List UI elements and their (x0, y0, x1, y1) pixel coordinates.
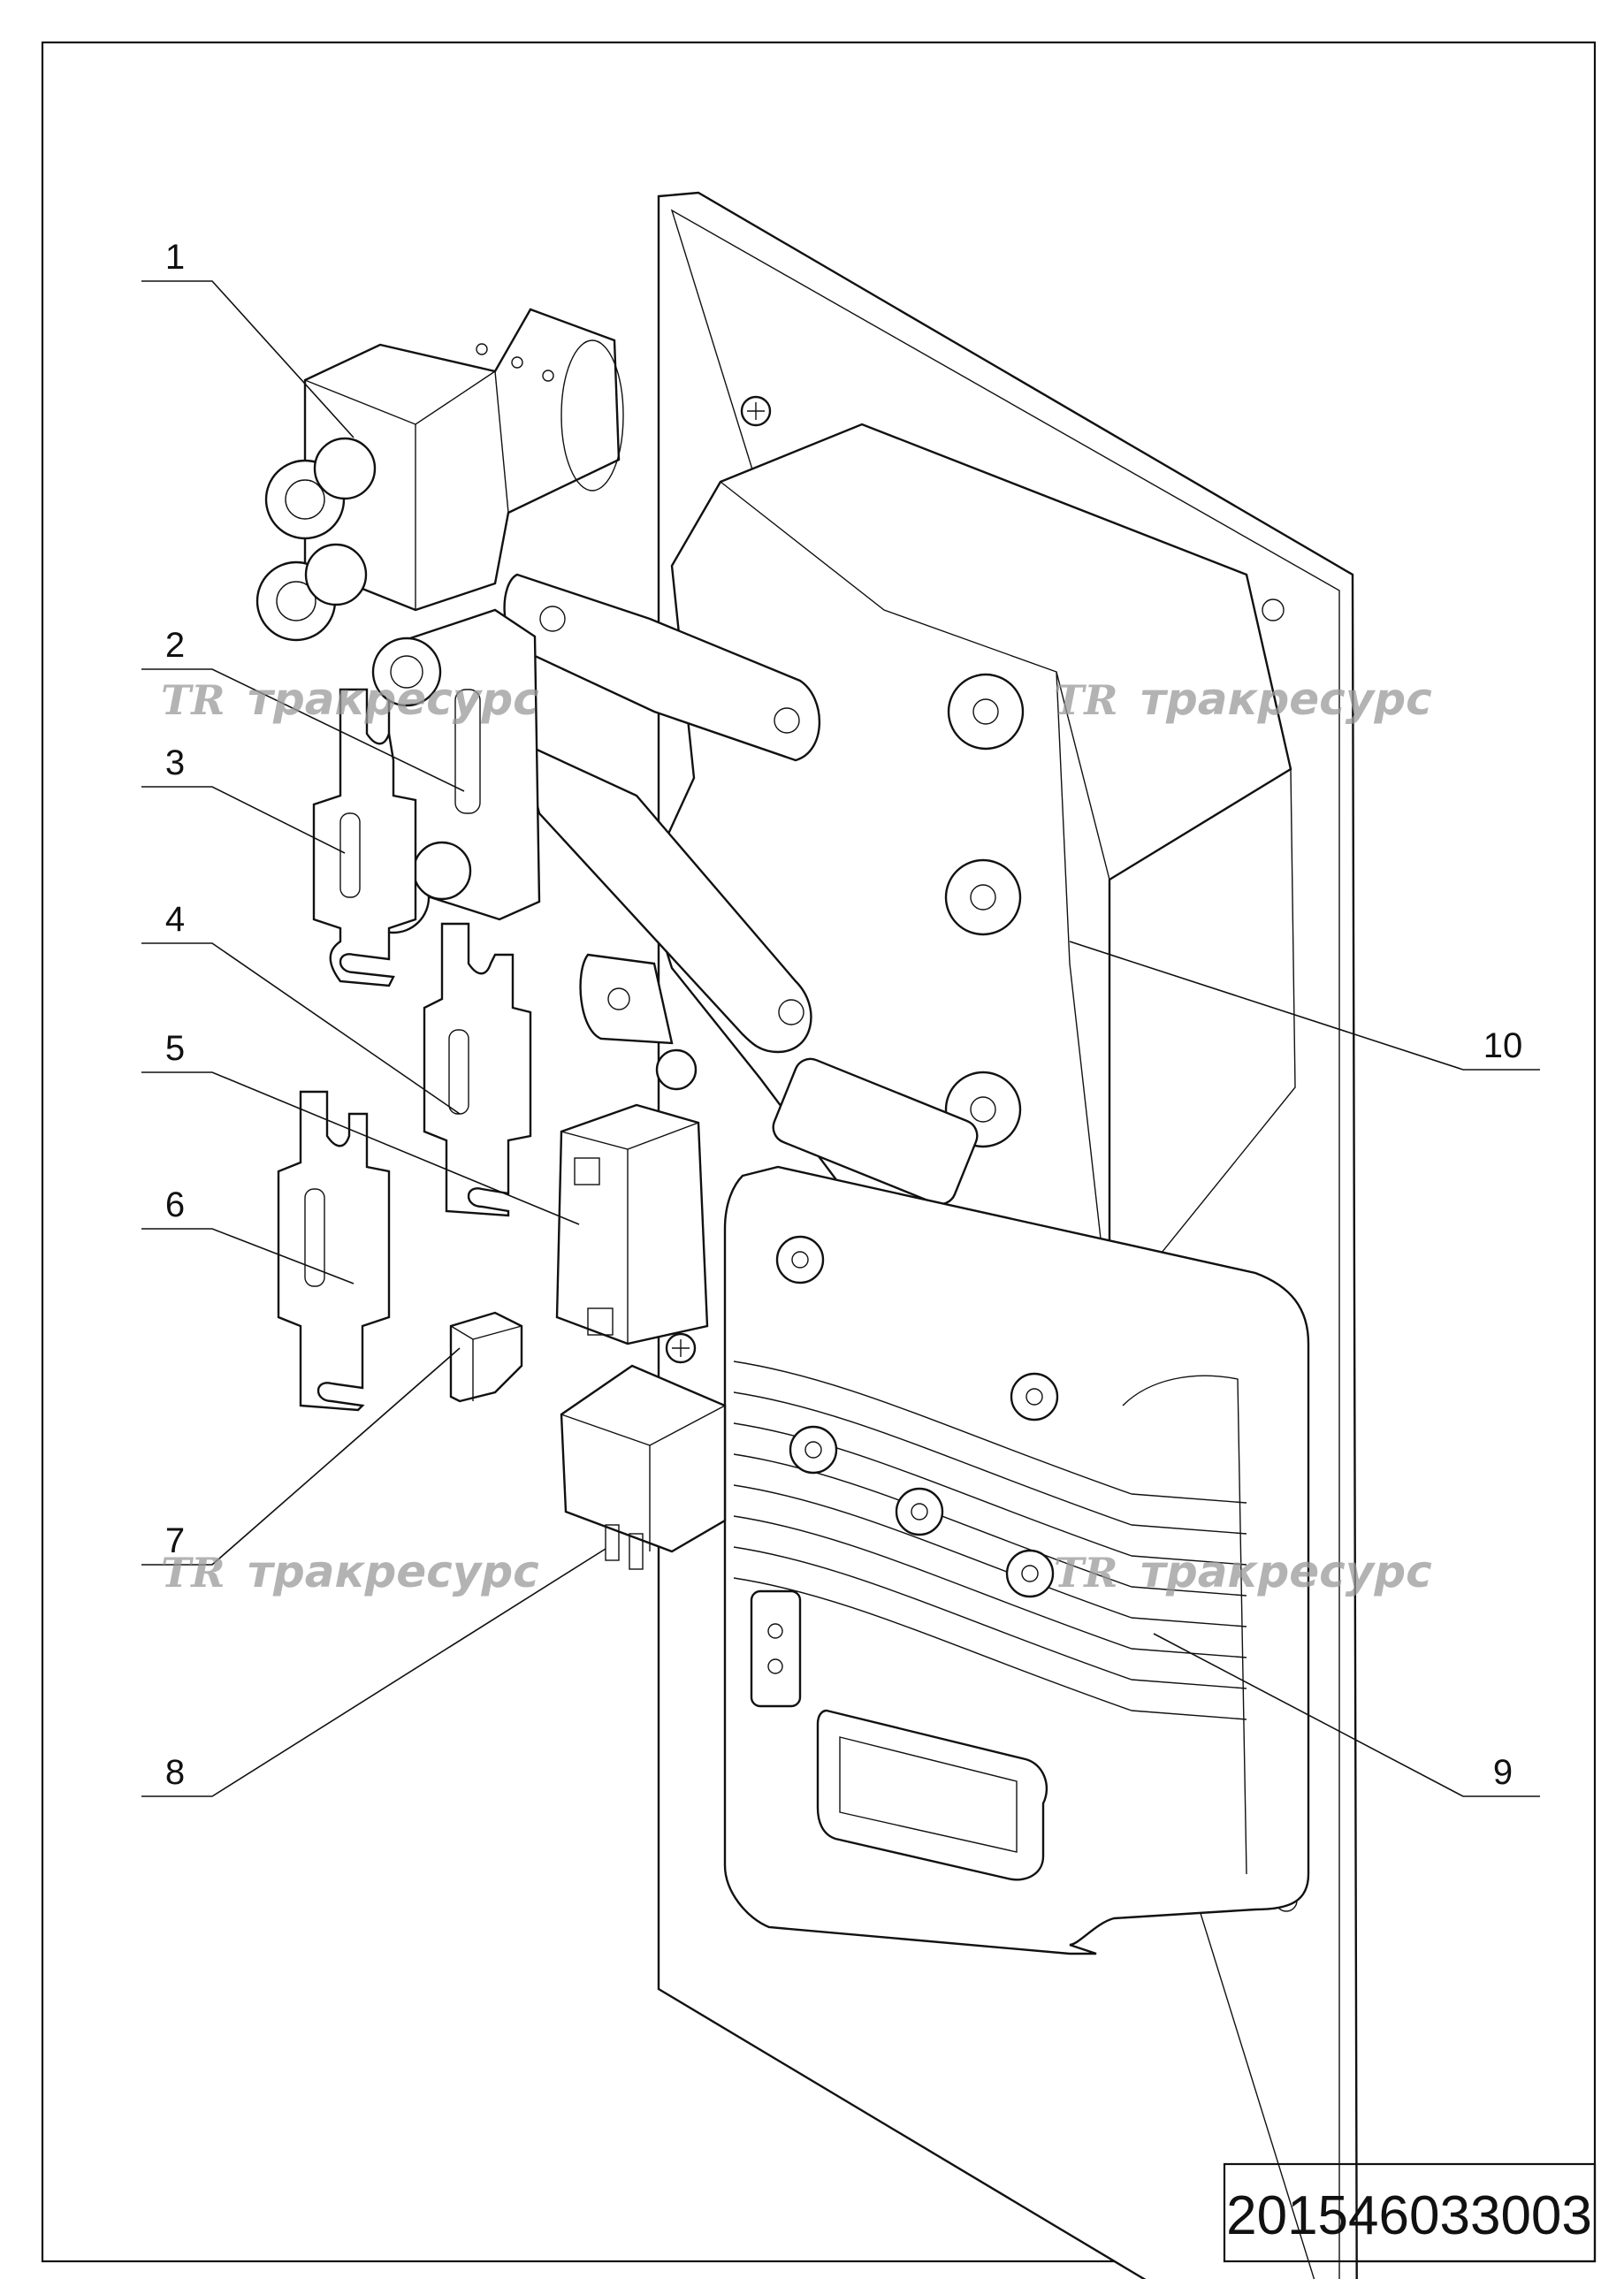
connector-plug (750, 1589, 1048, 1881)
callout-10: 10 (1483, 1026, 1523, 1065)
drawing-frame (41, 41, 1597, 2263)
cooling-fins (733, 1361, 1247, 1720)
callout-7: 7 (165, 1521, 185, 1560)
callout-9: 9 (1493, 1753, 1513, 1792)
watermark-text: тракресурс (1140, 674, 1432, 725)
watermark-logo: TR (1054, 676, 1117, 724)
title-block: 201546033003 (1223, 2162, 1597, 2263)
callout-labels: 1 2 3 4 5 6 7 8 9 10 (165, 238, 1522, 1792)
watermark-bottom-left: TR тракресурс (161, 1546, 539, 1597)
watermark-logo: TR (1054, 1549, 1117, 1597)
fuse-6 (277, 1090, 391, 1412)
bus-bars (503, 573, 821, 1091)
relay (560, 1364, 727, 1570)
watermark-logo: TR (161, 676, 225, 724)
callout-3: 3 (165, 743, 185, 782)
document-number: 201546033003 (1226, 2185, 1592, 2246)
watermark-top-right: TR тракресурс (1054, 674, 1432, 725)
contactor (255, 308, 624, 642)
watermark-text: тракресурс (248, 674, 539, 725)
fuse-4 (423, 922, 532, 1217)
diode (555, 1103, 709, 1345)
watermark-text: тракресурс (248, 1546, 539, 1597)
screws (665, 395, 772, 1364)
callout-6: 6 (165, 1185, 185, 1224)
controller-housing (644, 423, 1296, 1328)
callout-2: 2 (165, 626, 185, 665)
watermark-logo: TR (161, 1549, 225, 1597)
watermark-text: тракресурс (1140, 1546, 1432, 1597)
callout-1: 1 (165, 238, 185, 277)
document-number-box (1223, 2162, 1597, 2263)
motor-controller (723, 1165, 1310, 1955)
callout-leaders (141, 280, 1540, 1797)
blade-fuse (449, 1311, 523, 1403)
watermark-bottom-right: TR тракресурс (1054, 1546, 1432, 1597)
callout-4: 4 (165, 900, 185, 939)
fuse-3 (312, 688, 417, 987)
callout-8: 8 (165, 1753, 185, 1792)
callout-5: 5 (165, 1029, 185, 1068)
watermark-top-left: TR тракресурс (161, 674, 539, 725)
